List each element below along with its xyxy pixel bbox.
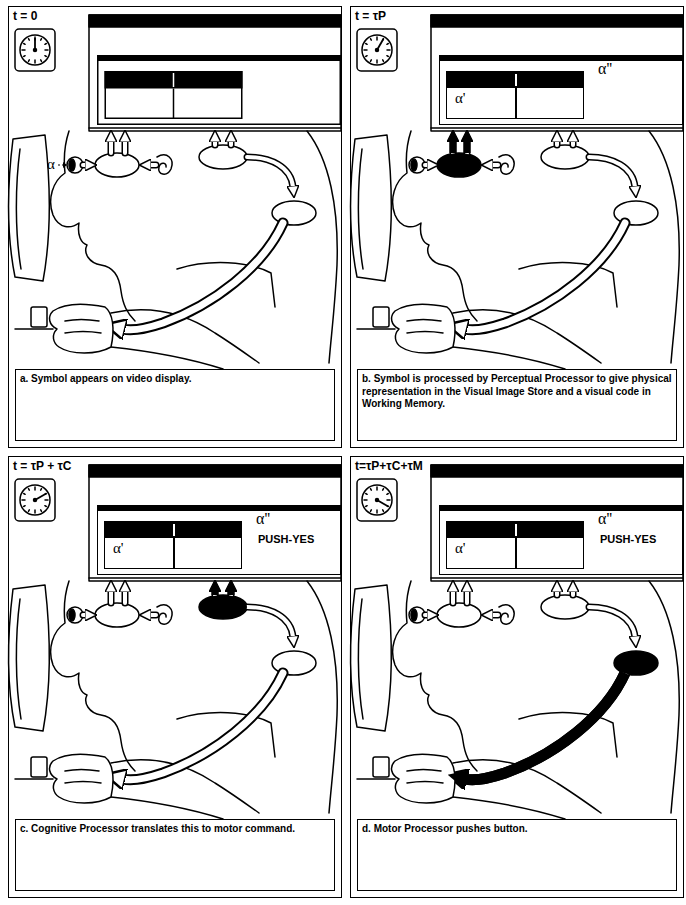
caption-text: b. Symbol is processed by Perceptual Pro… — [358, 370, 676, 414]
panel-frame: t = τP α'' α' b. Symbol is processed by Per… — [350, 6, 684, 448]
memory-code: PUSH-YES — [600, 533, 656, 545]
clock-hand — [377, 39, 384, 50]
active-band — [465, 673, 625, 780]
symbol-label: α — [47, 157, 55, 172]
panel-a-extras — [35, 38, 341, 168]
panel-figure — [351, 15, 683, 369]
store-header — [447, 72, 583, 88]
time-label: t = τP — [355, 9, 386, 23]
active-processor — [437, 153, 481, 177]
cell-divider — [173, 89, 175, 120]
time-label: t = τP + τC — [13, 459, 72, 473]
working-memory-box: α'' α' — [439, 55, 683, 125]
image-store-header — [105, 71, 243, 89]
active-arrow — [228, 591, 235, 595]
memory-code: α'' — [256, 511, 270, 527]
panel-frame: t = 0 a. Symbol appears on video display. — [8, 6, 342, 448]
caption-text: a. Symbol appears on video display. — [16, 370, 334, 389]
active-processor — [614, 651, 658, 675]
working-memory-box: α'' PUSH-YES α' — [97, 505, 341, 575]
time-label: t=τP+τC+τM — [355, 459, 423, 473]
caption-box: b. Symbol is processed by Perceptual Pro… — [357, 369, 677, 441]
header-divider — [515, 524, 517, 536]
panel-figure — [9, 465, 341, 819]
leader-line — [58, 164, 63, 165]
memory-code: α'' — [598, 511, 612, 527]
memory-code: PUSH-YES — [258, 533, 314, 545]
active-arrow — [450, 141, 457, 153]
image-code: α' — [455, 91, 466, 106]
panel-figure — [9, 15, 341, 369]
leader-head — [63, 162, 67, 168]
image-store-box: α' — [104, 521, 242, 569]
active-arrow — [464, 141, 471, 153]
clock-hand — [34, 38, 36, 50]
active-processor — [199, 595, 247, 619]
clock-hand — [35, 494, 46, 501]
image-code: α' — [455, 541, 466, 556]
image-store-box: α' — [446, 71, 584, 119]
clock-hand — [377, 500, 388, 507]
cell-divider — [515, 88, 517, 118]
caption-text: c. Cognitive Processor translates this t… — [16, 820, 334, 839]
store-header — [105, 522, 241, 538]
panel-frame: t = τP + τC α'' PUSH-YES α' c. Cognitive Pro… — [8, 456, 342, 898]
panel-d-highlight — [377, 500, 658, 780]
working-memory-outline — [98, 56, 341, 125]
cell-divider — [173, 538, 175, 568]
header-divider — [173, 524, 175, 536]
memory-code: α'' — [598, 61, 612, 77]
cell-divider — [515, 538, 517, 568]
caption-box: c. Cognitive Processor translates this t… — [15, 819, 335, 891]
caption-box: d. Motor Processor pushes button. — [357, 819, 677, 891]
header-divider — [173, 73, 175, 87]
active-arrow — [212, 591, 219, 595]
image-store-box: α' — [446, 521, 584, 569]
header-divider — [515, 74, 517, 86]
panel-figure — [351, 465, 683, 819]
time-label: t = 0 — [13, 9, 37, 23]
working-memory-box: α'' PUSH-YES α' — [439, 505, 683, 575]
store-header — [447, 522, 583, 538]
panel-frame: t=τP+τC+τM α'' PUSH-YES α' d. Motor Processo… — [350, 456, 684, 898]
image-store-outline — [105, 72, 242, 119]
caption-box: a. Symbol appears on video display. — [15, 369, 335, 441]
working-memory-band — [97, 55, 341, 61]
caption-text: d. Motor Processor pushes button. — [358, 820, 676, 839]
image-code: α' — [113, 541, 124, 556]
